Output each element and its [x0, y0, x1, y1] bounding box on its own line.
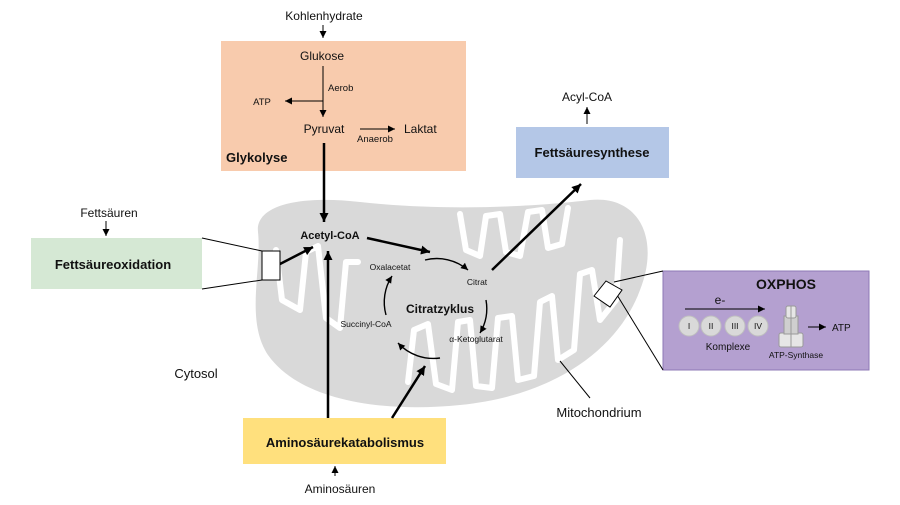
- label-aminosaeuren: Aminosäuren: [305, 482, 376, 496]
- label-fettsaeureoxidation: Fettsäureoxidation: [55, 257, 171, 272]
- oxphos-complexes: [678, 315, 769, 337]
- label-komplex-2: II: [709, 321, 714, 331]
- complex-i-icon: [678, 315, 700, 337]
- label-laktat: Laktat: [404, 122, 437, 136]
- label-citratzyklus: Citratzyklus: [406, 302, 474, 316]
- label-atp-glyco: ATP: [253, 97, 271, 108]
- label-pyruvat: Pyruvat: [304, 122, 345, 136]
- label-komplex-1: I: [688, 321, 690, 331]
- label-komplex-3: III: [731, 321, 738, 331]
- complex-iii-icon: [724, 315, 746, 337]
- oxphos-callout: [593, 270, 664, 371]
- label-fettsaeuren: Fettsäuren: [80, 206, 137, 220]
- label-kohlenhydrate: Kohlenhydrate: [285, 9, 363, 23]
- label-fettsaeuresynthese: Fettsäuresynthese: [535, 145, 650, 160]
- label-glukose: Glukose: [300, 49, 344, 63]
- label-acyl-coa: Acyl-CoA: [562, 90, 612, 104]
- label-anaerob: Anaerob: [357, 134, 393, 145]
- label-oxphos: OXPHOS: [756, 276, 816, 292]
- label-electron: e-: [715, 293, 726, 307]
- label-cytosol: Cytosol: [174, 366, 217, 381]
- thin-arrows: [102, 25, 826, 476]
- mitochondrion-shape: [255, 199, 648, 408]
- label-acetyl-coa: Acetyl-CoA: [300, 230, 359, 242]
- label-atp-oxphos: ATP: [832, 323, 851, 334]
- label-succinyl-coa: Succinyl-CoA: [340, 319, 391, 329]
- label-oxalacetat: Oxalacetat: [370, 262, 411, 272]
- atp-synthase-icon: [778, 305, 804, 348]
- label-glykolyse: Glykolyse: [226, 150, 287, 165]
- thick-arrows: [279, 143, 582, 419]
- fettsaeuresynthese-box: [516, 127, 669, 178]
- label-citrat: Citrat: [467, 277, 488, 287]
- complex-ii-icon: [700, 315, 722, 337]
- label-komplex-4: IV: [754, 321, 762, 331]
- label-atp-synthase: ATP-Synthase: [769, 350, 823, 360]
- label-komplexe: Komplexe: [706, 342, 751, 353]
- aminosaeurekatabolismus-box: [243, 418, 446, 464]
- complex-iv-icon: [747, 315, 769, 337]
- glykolyse-box: [221, 41, 466, 171]
- label-mitochondrium: Mitochondrium: [556, 405, 641, 420]
- label-aerob: Aerob: [328, 83, 353, 94]
- label-aminosaeurekatabolismus: Aminosäurekatabolismus: [266, 435, 424, 450]
- fettsaeureoxidation-callout: [201, 237, 281, 290]
- fettsaeureoxidation-box: [31, 238, 202, 289]
- citric-acid-cycle-ring: [383, 257, 488, 360]
- label-ketoglutarat: α-Ketoglutarat: [449, 334, 503, 344]
